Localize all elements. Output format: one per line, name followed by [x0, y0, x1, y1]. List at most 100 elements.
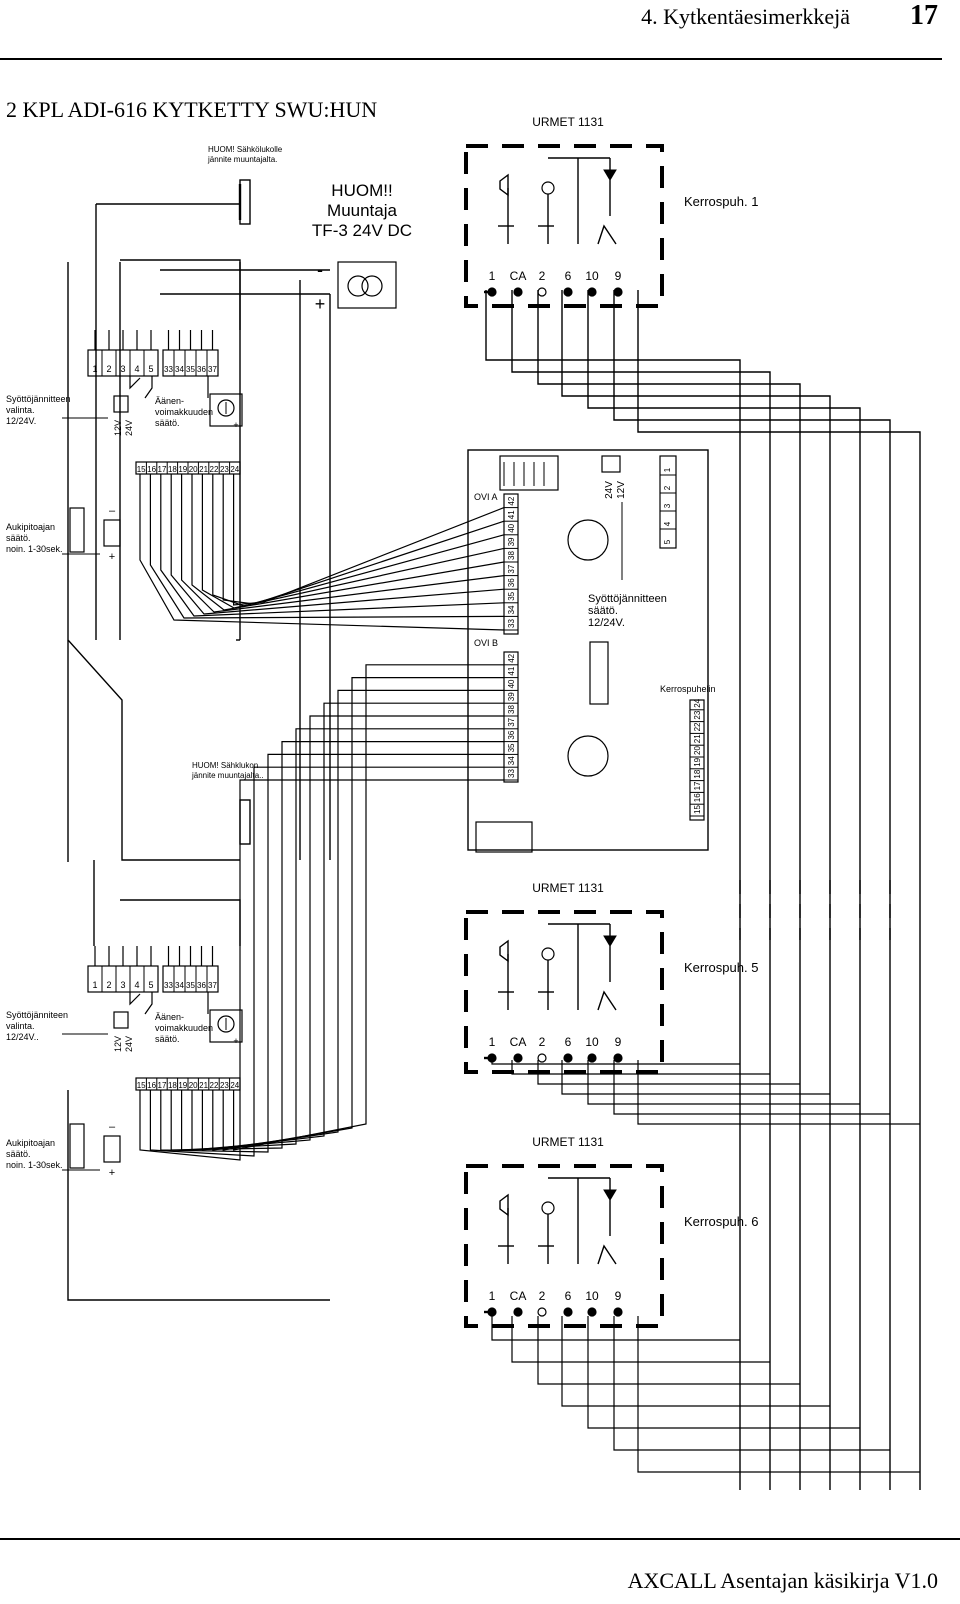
door-timer-1	[69, 507, 85, 553]
ovi-terminal-label: 39	[507, 537, 516, 546]
kerros-terminals	[689, 699, 705, 821]
bundle-wire	[233, 664, 504, 1151]
kerros-terminal-label: 18	[693, 769, 702, 778]
phone-terminal	[587, 1307, 597, 1317]
ovi-terminal-label: 35	[507, 591, 516, 600]
phone-terminal-label: 2	[539, 269, 546, 283]
switch-jumper-label: 12V	[616, 481, 627, 499]
kerros-label: Kerrospuhelin	[660, 684, 716, 694]
phone-feed	[637, 1060, 920, 1125]
phone-terminal-label: 10	[585, 1035, 599, 1049]
terminal-label: 17	[158, 1081, 167, 1090]
supply-jumper-2	[113, 1011, 129, 1029]
phone-riser	[511, 290, 771, 880]
door-timer-2	[69, 1123, 85, 1169]
phone-terminal-label: 9	[615, 1035, 622, 1049]
terminal-label: 20	[189, 465, 198, 474]
door-time-label-1: Aukipitoajan	[6, 522, 55, 532]
terminal-label: 5	[148, 980, 153, 990]
phone-riser	[613, 290, 891, 880]
microphone-icon	[541, 1201, 555, 1215]
wire	[67, 1090, 330, 1301]
terminal-label: 22	[210, 465, 219, 474]
supply-select-label-1: valinta.	[6, 405, 35, 415]
microphone-icon	[541, 947, 555, 961]
ovi-terminal-label: 38	[507, 551, 516, 560]
transformer-coil	[347, 275, 369, 297]
bundle-wire	[191, 474, 505, 611]
supply-select-label-2: valinta.	[6, 1021, 35, 1031]
ovi-terminal-label: 41	[507, 510, 516, 519]
phone-terminal	[563, 1053, 573, 1063]
footer-text: AXCALL Asentajan käsikirja V1.0	[627, 1568, 938, 1593]
phone-frame-5	[464, 910, 664, 1074]
ovi-terminal-label: 40	[507, 523, 516, 532]
phone-name-1: Kerrospuh. 1	[684, 194, 758, 209]
terminal-label: 22	[210, 1081, 219, 1090]
phone-terminal	[537, 1053, 547, 1063]
phone-terminal-label: 1	[489, 1289, 496, 1303]
pot-sign: +	[233, 420, 238, 430]
phone-riser	[561, 290, 831, 880]
ovi-terminal-label: 34	[507, 756, 516, 765]
volume-pot-1	[209, 393, 243, 427]
terminal-label: 21	[199, 465, 208, 474]
phone-terminal	[513, 1307, 523, 1317]
phone-terminal-label: 6	[565, 1289, 572, 1303]
right-terminal-label: 2	[663, 485, 672, 490]
right-terminals	[659, 455, 677, 549]
unit-outline	[67, 262, 240, 861]
relay-contact	[129, 992, 141, 1006]
phone-terminal	[587, 1053, 597, 1063]
volume-label-2: säätö.	[155, 1034, 180, 1044]
right-terminal-label: 5	[663, 539, 672, 544]
terminal-label: 1	[92, 980, 97, 990]
volume-label-2: voimakkuuden	[155, 1023, 213, 1033]
terminal-label: 4	[134, 980, 139, 990]
header-rule	[0, 58, 942, 60]
switch-supply-label: Syöttöjännitteen	[588, 593, 667, 605]
lock-note-top: HUOM! Sähkölukolle	[208, 145, 283, 154]
volume-label-1: voimakkuuden	[155, 407, 213, 417]
door-sign: +	[109, 1167, 115, 1179]
terminal-label: 24	[230, 1081, 239, 1090]
jumper-label: 12V	[113, 1036, 123, 1052]
phone-terminal-label: 10	[585, 1289, 599, 1303]
pot-sign: –	[213, 1036, 218, 1046]
pot-knob	[217, 1015, 235, 1033]
terminal-label: 36	[197, 981, 206, 990]
phone-terminal-label: 2	[539, 1035, 546, 1049]
phone-terminal-label: 10	[585, 269, 599, 283]
door-time-label-2: Aukipitoajan	[6, 1138, 55, 1148]
phone-terminal-label: 9	[615, 269, 622, 283]
phone-feed	[511, 1060, 770, 1075]
phone-model-5: URMET 1131	[532, 881, 604, 895]
phone-feed	[561, 1316, 830, 1407]
ovi-b-terminals	[503, 651, 519, 783]
kerros-terminal-label: 21	[693, 734, 702, 743]
bundle-wire	[149, 474, 505, 619]
ovi-terminal-label: 36	[507, 730, 516, 739]
terminal-label: 19	[178, 465, 187, 474]
electric-lock-top	[239, 179, 251, 225]
transformer-box	[337, 261, 397, 309]
kerros-terminal-label: 19	[693, 757, 702, 766]
phone-feed	[637, 1316, 920, 1473]
relay-contact	[144, 992, 153, 1015]
ovi-terminal-label: 40	[507, 679, 516, 688]
terminal-label: 37	[208, 365, 217, 374]
ovi-terminal-label: 33	[507, 769, 516, 778]
terminal-label: 16	[147, 465, 156, 474]
capacitor-b	[567, 735, 609, 777]
diode-icon	[603, 169, 617, 181]
kerros-terminal-label: 24	[693, 698, 702, 707]
hook-switch	[597, 1244, 617, 1265]
phone-frame-1	[464, 144, 664, 308]
transformer-note: TF-3 24V DC	[312, 221, 412, 240]
door-time-label-1: noin. 1-30sek.	[6, 544, 63, 554]
ovi-terminal-label: 38	[507, 705, 516, 714]
terminal-label: 18	[168, 465, 177, 474]
jumper-label: 12V	[113, 420, 123, 436]
terminal-label: 2	[106, 364, 111, 374]
door-timer-pot-1	[103, 519, 121, 547]
